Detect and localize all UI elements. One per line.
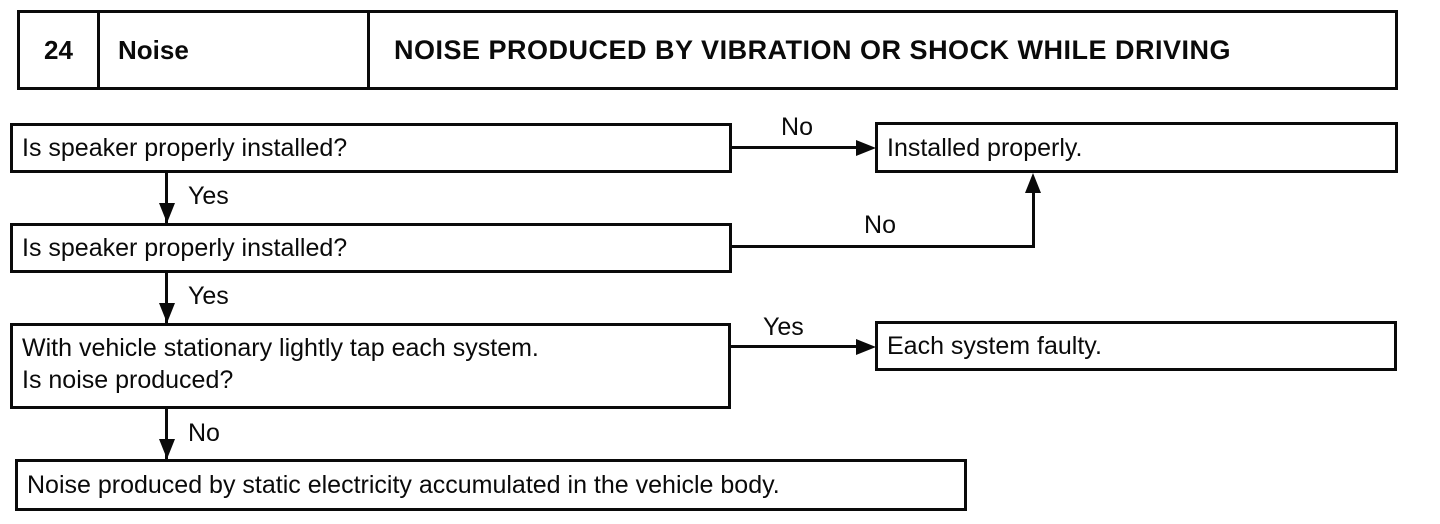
question-box-1: Is speaker properly installed? [10, 123, 732, 173]
result-faulty-text: Each system faulty. [887, 332, 1102, 360]
result-box-each-system-faulty: Each system faulty. [875, 321, 1397, 371]
connector-no-2-hline [732, 245, 1035, 248]
header-title-cell: NOISE PRODUCED BY VIBRATION OR SHOCK WHI… [370, 13, 1395, 87]
result-installed-text: Installed properly. [887, 133, 1083, 162]
label-no-1: No [781, 113, 813, 141]
section-number: 24 [44, 34, 73, 65]
connector-no-2-vline [1032, 178, 1035, 248]
connector-yes-1-line [165, 173, 168, 225]
question-box-2: Is speaker properly installed? [10, 223, 732, 273]
label-no-2: No [864, 211, 896, 239]
arrow-up-icon [1025, 173, 1041, 193]
result-box-installed-properly: Installed properly. [875, 122, 1398, 173]
question-box-3: With vehicle stationary lightly tap each… [10, 323, 731, 409]
arrow-down-icon [159, 439, 175, 459]
header-table: 24 Noise NOISE PRODUCED BY VIBRATION OR … [17, 10, 1398, 90]
arrow-right-icon [856, 140, 876, 156]
connector-yes-2-line [165, 273, 168, 325]
question-2-text: Is speaker properly installed? [22, 234, 348, 262]
label-yes-2: Yes [188, 282, 229, 310]
section-category: Noise [118, 34, 189, 65]
result-static-text: Noise produced by static electricity acc… [27, 471, 780, 499]
arrow-right-icon [856, 339, 876, 355]
header-category-cell: Noise [100, 13, 370, 87]
page-title: NOISE PRODUCED BY VIBRATION OR SHOCK WHI… [394, 34, 1232, 65]
header-number-cell: 24 [20, 13, 100, 87]
result-box-static-electricity: Noise produced by static electricity acc… [15, 459, 967, 511]
connector-no-1-line [732, 146, 858, 149]
connector-yes-3-line [731, 345, 858, 348]
label-no-3: No [188, 419, 220, 447]
question-3-line-2: Is noise produced? [22, 366, 234, 394]
arrow-down-icon [159, 203, 175, 223]
arrow-down-icon [159, 303, 175, 323]
connector-no-3-line [165, 409, 168, 461]
label-yes-1: Yes [188, 182, 229, 210]
question-3-line-1: With vehicle stationary lightly tap each… [22, 334, 539, 362]
label-yes-3: Yes [763, 313, 804, 341]
question-1-text: Is speaker properly installed? [22, 134, 348, 162]
